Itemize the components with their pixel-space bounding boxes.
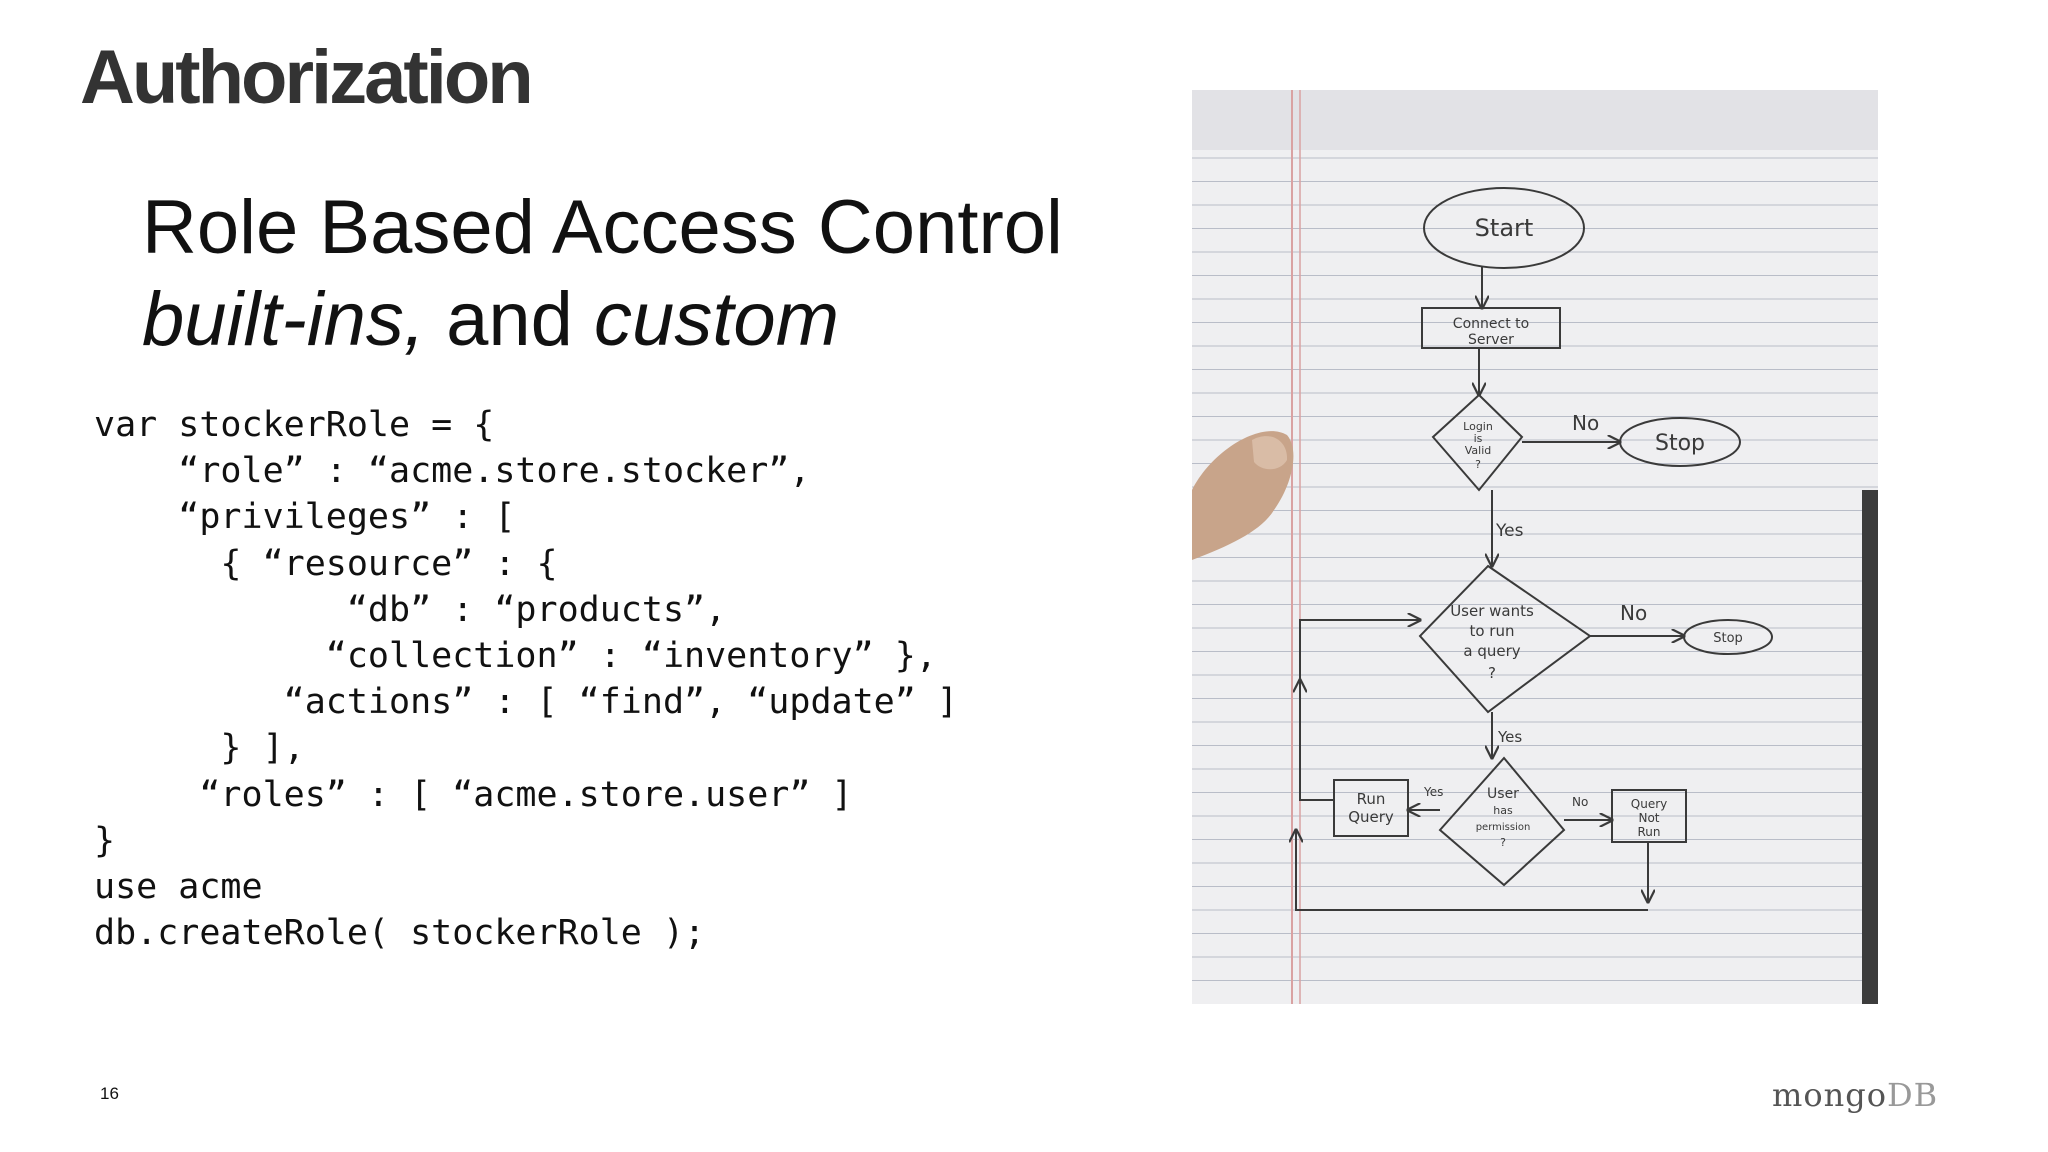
connect-label: Server	[1468, 332, 1514, 348]
subtitle-line-2: built-ins, and custom	[142, 274, 1063, 366]
edge-label-no: No	[1572, 795, 1588, 809]
paper-background	[1192, 90, 1878, 1004]
login-label: Valid	[1465, 444, 1492, 457]
subtitle-builtins: built-ins,	[142, 277, 425, 362]
code-line: var stockerRole = {	[94, 405, 495, 445]
edge-label-yes: Yes	[1495, 521, 1524, 541]
code-block: var stockerRole = { “role” : “acme.store…	[94, 402, 958, 956]
loop-line	[1300, 680, 1334, 801]
query-label: ?	[1488, 664, 1496, 682]
code-line: “roles” : [ “acme.store.user” ]	[94, 774, 853, 815]
ruled-lines	[1192, 157, 1878, 981]
run-query-label: Run	[1357, 790, 1386, 808]
code-line: “role” : “acme.store.stocker”,	[94, 451, 811, 492]
code-line: }	[94, 820, 116, 861]
code-line: “db” : “products”,	[94, 589, 727, 630]
flowchart-photo: Start Connect to Server Login is Valid ?…	[1192, 90, 1878, 1004]
login-diamond	[1431, 393, 1524, 492]
not-run-label: Not	[1638, 811, 1659, 825]
start-oval	[1423, 187, 1585, 269]
permission-label: has	[1493, 804, 1513, 817]
thumbnail	[1252, 436, 1288, 470]
subtitle-and: and	[425, 277, 595, 362]
login-label: is	[1474, 432, 1483, 445]
edge-label-no: No	[1620, 601, 1647, 625]
not-run-label: Query	[1631, 797, 1667, 811]
login-label: Login	[1463, 420, 1493, 433]
subtitle-line-1: Role Based Access Control	[142, 185, 1063, 270]
permission-label: ?	[1500, 836, 1506, 849]
start-label: Start	[1475, 214, 1534, 242]
code-line: “actions” : [ “find”, “update” ]	[94, 682, 958, 723]
edge-label-yes: Yes	[1497, 728, 1522, 746]
code-line: { “resource” : {	[94, 543, 558, 584]
stop-label-1: Stop	[1655, 431, 1705, 456]
slide-title: Authorization	[80, 35, 534, 120]
edge-label-yes: Yes	[1423, 785, 1443, 799]
query-diamond	[1418, 564, 1592, 714]
code-line: } ],	[94, 728, 305, 769]
loop-line	[1299, 620, 1420, 680]
run-query-label: Query	[1348, 808, 1394, 826]
query-label: a query	[1463, 642, 1520, 660]
loop-line	[1296, 830, 1648, 911]
page-number: 16	[100, 1084, 119, 1103]
subtitle-custom: custom	[594, 277, 840, 362]
code-line: “collection” : “inventory” },	[94, 636, 937, 677]
mongodb-logo: mongoDB	[1772, 1076, 1938, 1114]
paper-top-edge	[1192, 90, 1878, 150]
connect-label: Connect to	[1453, 316, 1529, 332]
code-line: “privileges” : [	[94, 497, 516, 538]
permission-diamond	[1438, 756, 1566, 887]
permission-label: User	[1487, 786, 1519, 802]
logo-text-mongo: mongo	[1772, 1076, 1887, 1114]
logo-text-db: DB	[1886, 1076, 1939, 1114]
code-line: use acme	[94, 867, 263, 908]
query-label: User wants	[1450, 602, 1534, 620]
flowchart-drawing	[1296, 187, 1773, 911]
connect-box	[1421, 307, 1561, 349]
login-label: ?	[1475, 458, 1481, 471]
flowchart-text: Start Connect to Server Login is Valid ?…	[1348, 214, 1743, 849]
slide-subtitle: Role Based Access Control built-ins, and…	[142, 182, 1063, 366]
flowchart-photo-svg: Start Connect to Server Login is Valid ?…	[1192, 90, 1878, 1004]
edge-label-no: No	[1572, 411, 1599, 435]
query-label: to run	[1469, 622, 1514, 640]
stop-label-2: Stop	[1713, 631, 1743, 646]
code-line: db.createRole( stockerRole );	[94, 913, 706, 954]
not-run-label: Run	[1637, 825, 1660, 839]
permission-label: permission	[1476, 822, 1531, 833]
background-dark-edge	[1862, 490, 1878, 1004]
